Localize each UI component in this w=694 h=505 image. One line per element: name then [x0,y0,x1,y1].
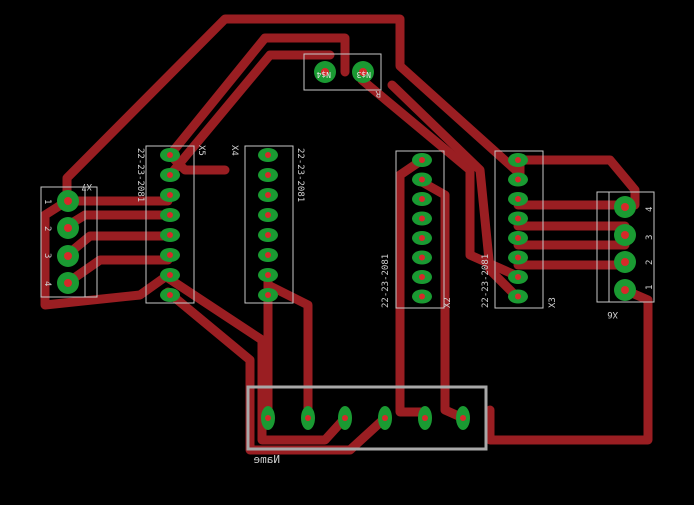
x5-pad-3-drill [167,192,173,198]
x6-outline [596,191,655,303]
x5-outline [145,145,195,304]
name-header-pad-2-drill [305,415,311,421]
x2-pad-5-drill [419,235,425,241]
x6-label: X6 [607,309,618,319]
x4-pad-4-drill [265,212,271,218]
trace-x6-loop [513,155,640,210]
x6-pin-3: 3 [645,235,655,240]
labels: X7 1 2 3 4 X5 22-23-2081 X4 22-23-2081 X… [42,70,655,466]
x4-pad-2-drill [265,172,271,178]
x6-pin-4: 4 [645,207,655,212]
name-header-pad-6-drill [460,415,466,421]
x7-pin-1: 1 [42,199,52,204]
x7-pad-3-drill [64,252,72,260]
name-header-pad-3-drill [342,415,348,421]
x4-pad-5-drill [265,232,271,238]
x7-pin-2: 2 [42,226,52,231]
x5-pad-2-drill [167,172,173,178]
x6-pad-2-drill [621,231,629,239]
x2-label: X2 [443,297,453,308]
x3-pad-1-drill [515,157,521,163]
x7-outline [40,186,98,298]
name-header-pad-1-drill [265,415,271,421]
x7-pin-4: 4 [42,281,52,286]
x2-pad-2-drill [419,176,425,183]
x4-pad-3-drill [265,192,271,198]
x3-pad-2-drill [515,176,521,183]
x3-pad-5-drill [515,235,521,241]
x3-pad-6-drill [515,254,521,261]
trace-power-x3-b [387,80,520,300]
x3-outline [494,150,544,309]
trace-inner-top [165,33,350,160]
power-pad-right-label: N$3 [356,70,371,79]
name-header-pad-5-drill [422,415,428,421]
x2-pad-6-drill [419,254,425,261]
power-outline [303,53,382,91]
x4-part: 22-23-2081 [295,148,305,202]
x5-pad-6-drill [167,252,173,258]
x4-pad-6-drill [265,252,271,258]
x5-label: X5 [196,145,206,156]
x2-pad-8-drill [419,293,425,300]
x2-outline [395,150,445,309]
component-outlines [40,53,655,309]
x7-pin-3: 3 [42,253,52,258]
trace-x5-name-b [163,273,350,445]
x4-pad-8-drill [265,292,271,298]
x6-pad-4-drill [621,286,629,294]
name-header-pad-4-drill [382,415,388,421]
x4-pad-1-drill [265,152,271,158]
x3-part: 22-23-2081 [481,254,491,308]
x4-label: X4 [229,145,239,156]
pads [57,61,636,430]
x5-part: 22-23-2081 [135,148,145,202]
power-pad-left-label: N$4 [316,70,331,79]
x3-pad-7-drill [515,274,521,280]
trace-x6-bottom [485,285,653,445]
x7-pad-2-drill [64,224,72,232]
x7-pad-1-drill [64,197,72,205]
x6-pin-2: 2 [645,260,655,265]
x3-pad-3-drill [515,196,521,202]
trace-x2-name-b [417,177,468,423]
trace-x7-4 [62,255,173,288]
x2-pad-7-drill [419,274,425,280]
x5-pad-1-drill [167,152,173,158]
x5-pad-7-drill [167,272,173,278]
x5-pad-4-drill [167,212,173,218]
x6-pad-3-drill [621,258,629,266]
name-header-outline [246,385,488,451]
x4-outline [244,145,294,304]
x2-pad-4-drill [419,215,425,222]
trace-x7-left-down [40,196,173,310]
trace-x2-name-a [395,155,430,417]
x5-pad-8-drill [167,292,173,298]
x2-pad-3-drill [419,196,425,202]
power-pad-right-drill [359,68,367,76]
x7-pad-4-drill [64,279,72,287]
x4-pad-7-drill [265,272,271,278]
x2-pad-1-drill [419,157,425,163]
trace-x4-name-b [263,280,313,423]
name-header-label: Name [254,453,281,466]
trace-x5-x4 [165,50,335,180]
x3-label: X3 [548,297,558,308]
power-tag: R [375,88,381,98]
power-pad-left-drill [321,68,329,76]
x2-part: 22-23-2081 [381,254,391,308]
x6-pad-1-drill [621,203,629,211]
x7-label: X7 [81,181,92,191]
x5-pad-5-drill [167,232,173,238]
x3-pad-8-drill [515,293,521,300]
x6-pin-1: 1 [645,285,655,290]
x3-pad-4-drill [515,215,521,222]
